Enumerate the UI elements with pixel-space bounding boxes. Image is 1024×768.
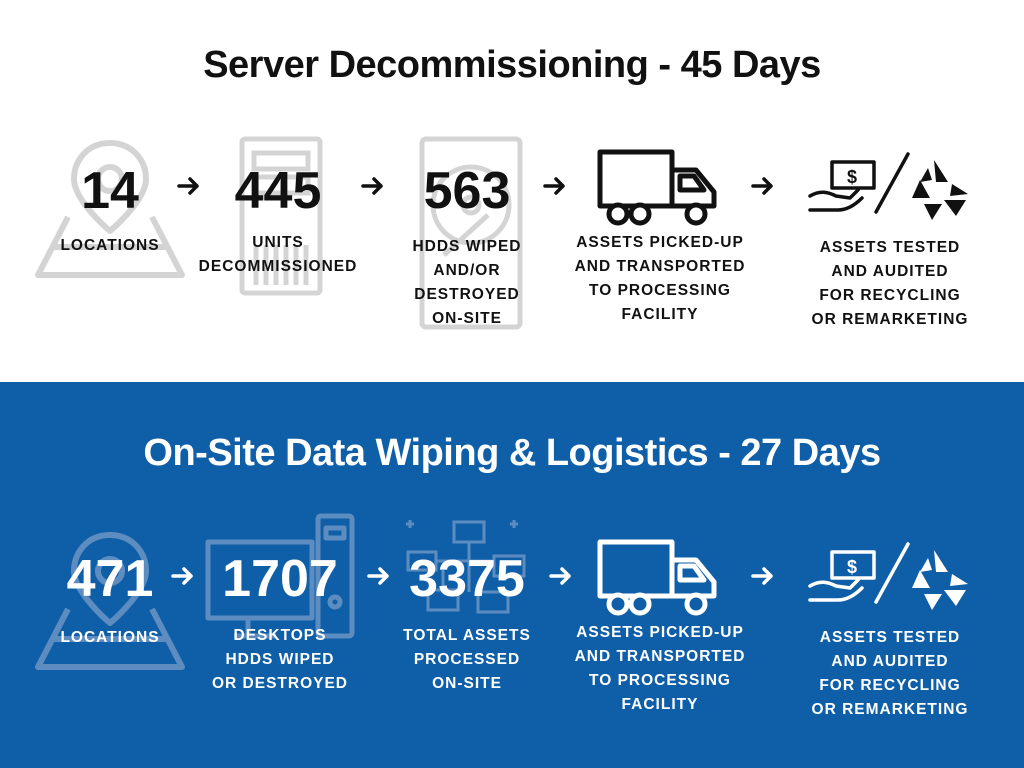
step-number: 14: [81, 162, 139, 220]
step-label-text: ASSETS TESTED AND AUDITED FOR RECYCLING …: [811, 239, 969, 328]
step-label: UNITS DECOMMISSIONED: [180, 231, 376, 279]
network-icon: [406, 520, 526, 614]
step-label-text: ASSETS PICKED-UP AND TRANSPORTED TO PROC…: [574, 234, 746, 323]
step-label: TOTAL ASSETS PROCESSED ON-SITE: [372, 624, 562, 696]
step-number: 563: [423, 162, 511, 220]
step-assets-transported: ASSETS PICKED-UP AND TRANSPORTED TO PROC…: [575, 140, 744, 330]
map-pin-icon: [35, 140, 185, 278]
step-label-text: ASSETS PICKED-UP AND TRANSPORTED TO PROC…: [574, 624, 746, 713]
arrow-right-icon: [549, 567, 571, 585]
step-locations: 471 LOCATIONS: [30, 522, 190, 682]
svg-text:$: $: [847, 557, 857, 577]
step-number: 445: [234, 162, 322, 220]
step-label: ASSETS TESTED AND AUDITED FOR RECYCLING …: [780, 236, 1000, 332]
arrow-right-icon: [171, 567, 193, 585]
cash-recycle-icon: $: [808, 152, 968, 220]
step-label: DESKTOPS HDDS WIPED OR DESTROYED: [180, 624, 380, 696]
step-hdds-wiped: 563 HDDS WIPED AND/OR DESTROYED ON-SITE: [392, 130, 542, 330]
arrow-right-icon: [367, 567, 389, 585]
arrow-right-icon: [751, 177, 773, 195]
step-number: 471: [66, 550, 154, 608]
step-label-text: UNITS DECOMMISSIONED: [198, 234, 358, 275]
step-label-text: LOCATIONS: [60, 237, 160, 254]
truck-icon: [597, 539, 717, 616]
arrow-right-icon: [177, 177, 199, 195]
step-label: ASSETS PICKED-UP AND TRANSPORTED TO PROC…: [560, 231, 760, 327]
step-label-text: HDDS WIPED AND/OR DESTROYED ON-SITE: [412, 238, 522, 327]
step-assets-tested: $ ASSETS TESTED AND AUDITED FOR RECYCLIN…: [800, 532, 980, 732]
step-total-assets: 3375 TOTAL ASSETS PROCESSED ON-SITE: [392, 520, 542, 702]
step-label-text: TOTAL ASSETS PROCESSED ON-SITE: [403, 627, 531, 692]
on-site-data-wiping-section: On-Site Data Wiping & Logistics - 27 Day…: [0, 382, 1024, 768]
step-units-decommissioned: 445 UNITS DECOMMISSIONED: [199, 130, 356, 300]
hard-drive-icon: [419, 136, 523, 330]
step-label-text: LOCATIONS: [60, 629, 160, 646]
section-title: On-Site Data Wiping & Logistics - 27 Day…: [143, 432, 881, 474]
step-label: ASSETS TESTED AND AUDITED FOR RECYCLING …: [780, 626, 1000, 722]
arrow-right-icon: [543, 177, 565, 195]
step-number: 3375: [409, 550, 525, 608]
step-label: ASSETS PICKED-UP AND TRANSPORTED TO PROC…: [560, 621, 760, 717]
step-label: LOCATIONS: [10, 626, 210, 650]
cash-recycle-icon: $: [808, 542, 968, 610]
step-label-text: ASSETS TESTED AND AUDITED FOR RECYCLING …: [811, 629, 969, 718]
svg-text:$: $: [847, 167, 857, 187]
step-label: HDDS WIPED AND/OR DESTROYED ON-SITE: [372, 235, 562, 331]
step-desktops: 1707 DESKTOPS HDDS WIPED OR DESTROYED: [200, 513, 360, 702]
map-pin-icon: [35, 532, 185, 670]
section-title: Server Decommissioning - 45 Days: [203, 44, 821, 86]
step-number: 1707: [222, 550, 338, 608]
step-label: LOCATIONS: [10, 234, 210, 258]
server-icon: [239, 136, 323, 296]
step-assets-transported: ASSETS PICKED-UP AND TRANSPORTED TO PROC…: [575, 532, 744, 722]
arrow-right-icon: [751, 567, 773, 585]
step-label-text: DESKTOPS HDDS WIPED OR DESTROYED: [211, 627, 348, 692]
step-locations: 14 LOCATIONS: [30, 130, 190, 290]
truck-icon: [597, 149, 717, 226]
step-assets-tested: $ ASSETS TESTED AND AUDITED FOR RECYCLIN…: [800, 140, 980, 340]
server-decommissioning-section: Server Decommissioning - 45 Days 14 LOCA…: [0, 0, 1024, 382]
desktop-icon: [205, 513, 355, 639]
arrow-right-icon: [361, 177, 383, 195]
